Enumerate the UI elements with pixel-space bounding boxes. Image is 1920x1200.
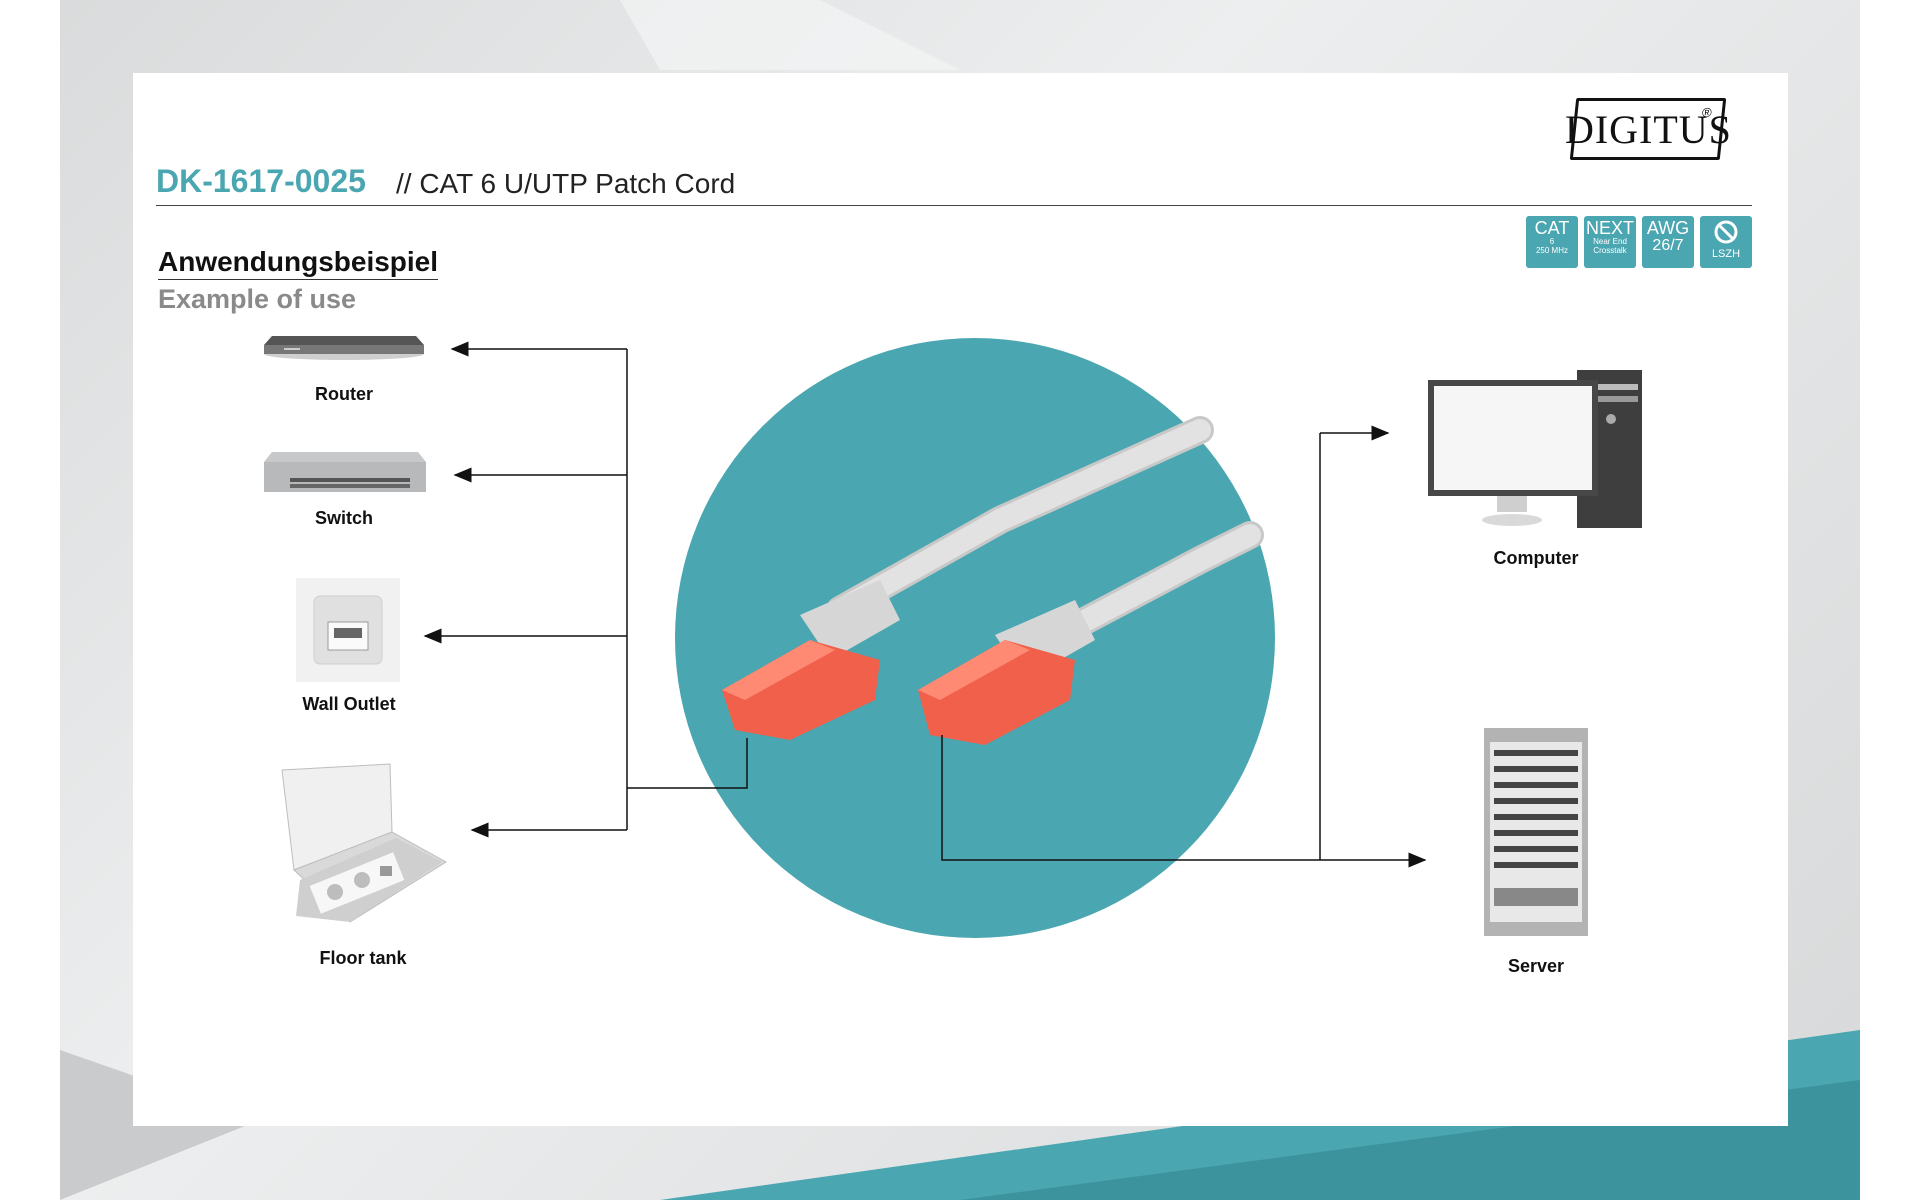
no-halogen-icon (1714, 220, 1738, 244)
wall-outlet-icon (296, 578, 400, 682)
badge-note: 250 MHz (1535, 246, 1568, 255)
section-title-de: Anwendungsbeispiel (158, 246, 439, 280)
awg-badge: AWG 26/7 (1642, 216, 1694, 268)
floor-tank-icon (281, 763, 447, 923)
lszh-badge: LSZH (1700, 216, 1752, 268)
header-divider (156, 205, 1752, 206)
cat6-badge: CAT 6 250 MHz (1526, 216, 1578, 268)
computer-label: Computer (1493, 548, 1579, 568)
server-icon (1484, 728, 1588, 936)
left-connector-lines (423, 341, 748, 838)
switch-label: Switch (314, 508, 373, 528)
product-code: DK-1617-0025 (156, 163, 366, 199)
badge-sub: Near End (1593, 237, 1627, 246)
patch-cable-icon (722, 416, 1264, 745)
router-icon (264, 336, 424, 360)
floor-tank-label: Floor tank (319, 948, 407, 968)
right-connector-lines (941, 425, 1427, 868)
router-label: Router (315, 384, 373, 404)
badge-note: Crosstalk (1593, 246, 1627, 255)
server-label: Server (1507, 956, 1565, 976)
badge-title: NEXT (1585, 218, 1634, 238)
badge-note: LSZH (1711, 248, 1741, 260)
next-badge: NEXT Near End Crosstalk (1584, 216, 1636, 268)
switch-icon (264, 452, 426, 492)
badge-title: CAT (1534, 218, 1570, 238)
product-name: // CAT 6 U/UTP Patch Cord (396, 168, 736, 199)
badge-sub: 6 (1549, 237, 1555, 246)
badge-sub: 26/7 (1652, 237, 1684, 254)
badge-title: AWG (1646, 218, 1690, 238)
wall-outlet-label: Wall Outlet (302, 694, 396, 714)
teal-circle (675, 338, 1275, 938)
section-title-en: Example of use (158, 284, 357, 314)
computer-icon (1428, 370, 1642, 528)
